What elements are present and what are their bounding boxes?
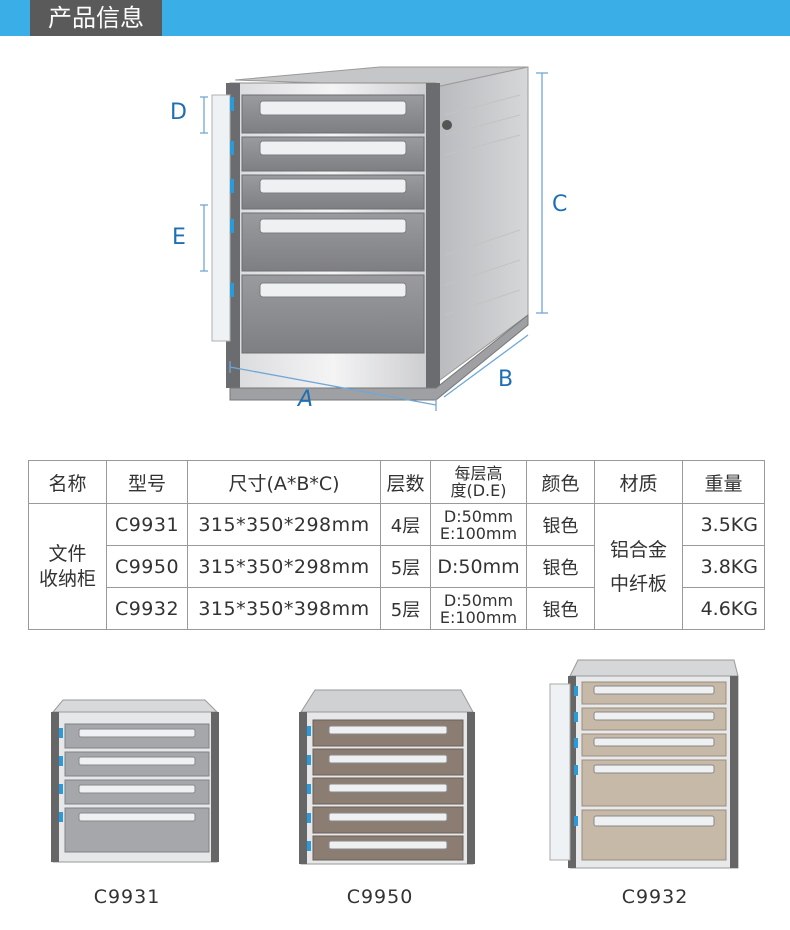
header-height-line2: 度(D.E) xyxy=(450,481,507,500)
layers-cell: 5层 xyxy=(380,545,431,588)
dimension-e-label: E xyxy=(172,225,186,250)
header-name: 名称 xyxy=(28,460,107,504)
spec-table: 名称 型号 尺寸(A*B*C) 层数 每层高 度(D.E) 颜色 材质 重量 文… xyxy=(28,460,765,630)
header-material: 材质 xyxy=(594,460,683,504)
model-cell: C9950 xyxy=(106,545,188,588)
color-cell: 银色 xyxy=(526,545,595,588)
height-line1: D:50mm xyxy=(443,506,514,526)
layers-cell: 4层 xyxy=(380,503,431,546)
name-cell: 文件 收纳柜 xyxy=(28,503,107,630)
height-line2: E:100mm xyxy=(439,607,518,627)
header-weight: 重量 xyxy=(682,460,765,504)
height-line1: D:50mm xyxy=(443,590,514,610)
cabinet-dimension-illustration xyxy=(200,66,548,411)
header-height: 每层高 度(D.E) xyxy=(430,460,527,504)
size-cell: 315*350*298mm xyxy=(187,545,381,588)
header-color: 颜色 xyxy=(526,460,595,504)
table-row: C9932 315*350*398mm 5层 D:50mm E:100mm 银色… xyxy=(29,587,765,630)
color-cell: 银色 xyxy=(526,587,595,630)
name-line1: 文件 xyxy=(48,542,87,565)
banner-title: 产品信息 xyxy=(30,0,162,36)
dimension-d-label: D xyxy=(170,100,187,125)
product-image-c9950 xyxy=(299,689,475,865)
size-cell: 315*350*398mm xyxy=(187,587,381,630)
material-cell: 铝合金 中纤板 xyxy=(594,503,683,630)
header-height-line1: 每层高 xyxy=(454,464,503,483)
product-label-c9931: C9931 xyxy=(93,886,161,908)
model-cell: C9932 xyxy=(106,587,188,630)
weight-cell: 3.5KG xyxy=(682,503,765,546)
product-label-c9950: C9950 xyxy=(346,886,414,908)
material-line2: 中纤板 xyxy=(609,572,667,595)
name-line2: 收纳柜 xyxy=(38,567,96,590)
height-line1: D:50mm xyxy=(437,555,520,578)
height-cell: D:50mm xyxy=(430,545,527,588)
dimension-c-label: C xyxy=(552,192,568,217)
header-model: 型号 xyxy=(106,460,188,504)
dimension-b-label: B xyxy=(498,367,514,392)
table-header-row: 名称 型号 尺寸(A*B*C) 层数 每层高 度(D.E) 颜色 材质 重量 xyxy=(28,460,765,504)
table-row: C9950 315*350*298mm 5层 D:50mm 银色 3.8KG xyxy=(29,545,765,588)
header-banner: 产品信息 xyxy=(0,0,790,36)
size-cell: 315*350*298mm xyxy=(187,503,381,546)
weight-cell: 4.6KG xyxy=(682,587,765,630)
height-line2: E:100mm xyxy=(439,523,518,543)
header-size: 尺寸(A*B*C) xyxy=(187,460,381,504)
layers-cell: 5层 xyxy=(380,587,431,630)
product-image-c9931 xyxy=(51,699,219,863)
height-cell: D:50mm E:100mm xyxy=(430,587,527,630)
product-image-c9932 xyxy=(549,659,739,869)
model-cell: C9931 xyxy=(106,503,188,546)
material-line1: 铝合金 xyxy=(609,538,667,561)
dimension-a-label: A xyxy=(298,387,314,412)
height-cell: D:50mm E:100mm xyxy=(430,503,527,546)
color-cell: 银色 xyxy=(526,503,595,546)
weight-cell: 3.8KG xyxy=(682,545,765,588)
table-row: 文件 收纳柜 C9931 315*350*298mm 4层 D:50mm E:1… xyxy=(28,503,765,630)
product-label-c9932: C9932 xyxy=(621,886,689,908)
header-layers: 层数 xyxy=(380,460,431,504)
